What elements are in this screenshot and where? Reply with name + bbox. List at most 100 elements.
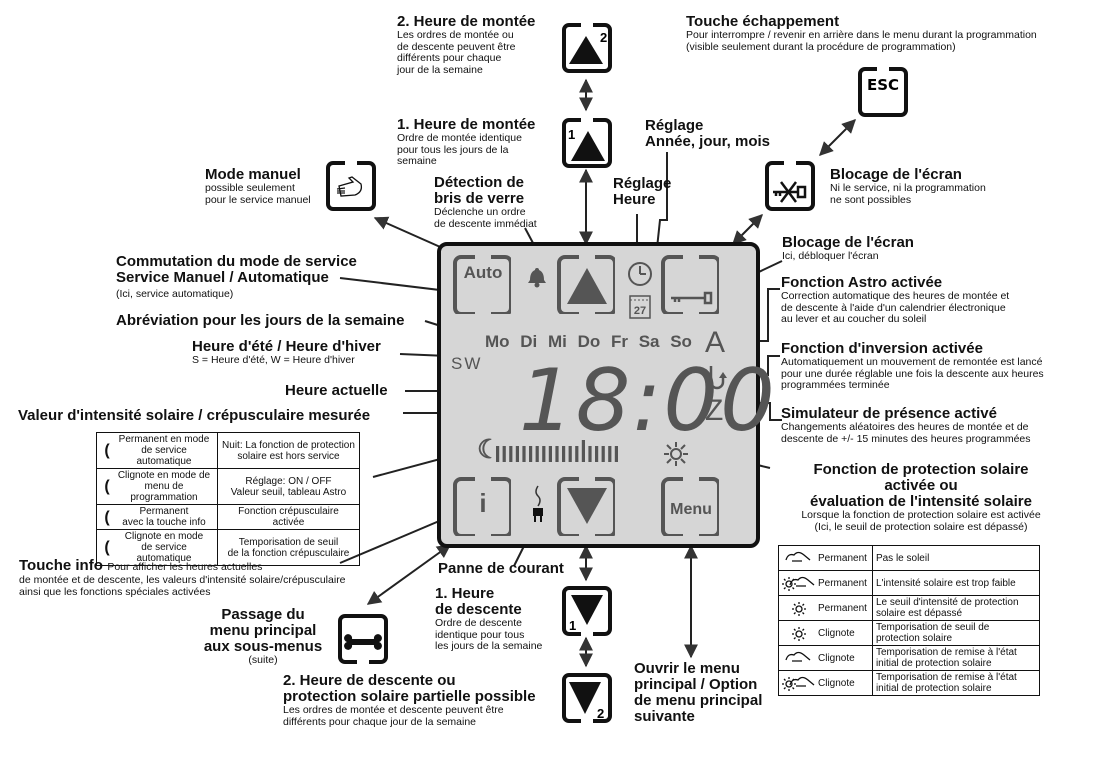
annotation-fonction-astro: Fonction Astro activée Correction automa… bbox=[781, 274, 1010, 325]
sun-state-cell: Permanent bbox=[778, 595, 873, 621]
sun-cloud-icon bbox=[782, 576, 815, 591]
info-button[interactable]: i bbox=[451, 476, 511, 536]
sun-state-cell: Clignote bbox=[778, 620, 873, 646]
bell-icon bbox=[528, 268, 546, 288]
intensity-tick bbox=[496, 446, 500, 462]
svg-text:Auto: Auto bbox=[464, 263, 503, 282]
intensity-bar bbox=[496, 440, 618, 462]
moon-icon: ( bbox=[104, 478, 110, 495]
clock-icon bbox=[628, 262, 652, 286]
sun-state-cell: Clignote bbox=[778, 645, 873, 671]
intensity-tick bbox=[575, 446, 579, 462]
moon-icon: ( bbox=[104, 442, 110, 459]
arrow-lock-lcd bbox=[732, 214, 763, 245]
arrow-manual-lcd bbox=[373, 216, 448, 251]
inversion-icon bbox=[709, 366, 727, 390]
annotation-touche-info: Touche info Pour afficher les heures act… bbox=[19, 557, 346, 598]
intensity-tick bbox=[555, 446, 559, 462]
current-time: 18:00 bbox=[519, 351, 777, 451]
annotation-fonction-inversion: Fonction d'inversion activée Automatique… bbox=[781, 340, 1044, 391]
intensity-tick bbox=[568, 446, 572, 462]
up-2-icon: 2 bbox=[562, 23, 612, 73]
line-astro bbox=[758, 288, 780, 342]
intensity-tick bbox=[588, 446, 592, 462]
annotation-commutation: Commutation du mode de service Service M… bbox=[116, 253, 357, 300]
weekday-abbreviations: Mo Di Mi Do Fr Sa So bbox=[485, 332, 692, 351]
hand-icon bbox=[338, 176, 363, 197]
svg-text:2: 2 bbox=[600, 30, 607, 45]
intensity-tick bbox=[515, 446, 519, 462]
annotation-heure-descente-2: 2. Heure de descente ou protection solai… bbox=[283, 672, 536, 728]
annotation-protection-solaire: Fonction de protection solaire activée o… bbox=[801, 461, 1041, 533]
power-plug-icon bbox=[533, 485, 543, 522]
sun-icon bbox=[792, 602, 806, 616]
annotation-simulateur-presence: Simulateur de présence activé Changement… bbox=[781, 405, 1031, 445]
down-1-icon: 1 bbox=[562, 586, 612, 636]
presence-indicator: Z bbox=[705, 394, 724, 427]
intensity-tick bbox=[548, 446, 552, 462]
svg-text:27: 27 bbox=[634, 305, 646, 317]
screen-lock-icon bbox=[765, 161, 815, 211]
svg-text:1: 1 bbox=[569, 618, 576, 633]
intensity-tick bbox=[522, 446, 526, 462]
intensity-tick bbox=[614, 446, 618, 462]
svg-text:ESC: ESC bbox=[867, 76, 899, 94]
calendar-icon: 27 bbox=[629, 295, 651, 319]
auto-button[interactable]: Auto bbox=[451, 254, 511, 314]
annotation-heure-ete-hiver: Heure d'été / Heure d'hiver S = Heure d'… bbox=[192, 338, 381, 366]
svg-text:1: 1 bbox=[568, 127, 575, 142]
annotation-ouvrir-menu: Ouvrir le menu principal / Option de men… bbox=[634, 660, 763, 725]
sun-state-cell: Permanent bbox=[778, 570, 873, 596]
up-1-icon: 1 bbox=[562, 118, 612, 168]
intensity-tick bbox=[608, 446, 612, 462]
svg-text:Menu: Menu bbox=[670, 501, 712, 518]
intensity-tick bbox=[542, 446, 546, 462]
down-2-icon: 2 bbox=[562, 673, 612, 723]
annotation-touche-echappement: Touche échappement Pour interrompre / re… bbox=[686, 13, 1037, 53]
sun-icon bbox=[664, 442, 688, 466]
intensity-tick bbox=[535, 446, 539, 462]
wrench-icon bbox=[338, 614, 388, 664]
summer-winter-indicator: SW bbox=[451, 354, 483, 373]
sun-state-cell: Clignote bbox=[778, 670, 873, 696]
line-bris-bell bbox=[524, 227, 534, 244]
intensity-tick bbox=[595, 446, 599, 462]
annotation-panne-courant: Panne de courant bbox=[438, 560, 564, 577]
annotation-passage-menu: Passage du menu principal aux sous-menus… bbox=[203, 606, 323, 666]
annotation-abreviation-jours: Abréviation pour les jours de la semaine bbox=[116, 312, 405, 329]
key-icon bbox=[671, 291, 713, 305]
menu-button[interactable]: Menu bbox=[659, 476, 719, 536]
annotation-heure-montee-2: 2. Heure de montée Les ordres de montée … bbox=[397, 13, 536, 76]
down-button[interactable] bbox=[555, 476, 615, 536]
moon-icon: ( bbox=[104, 539, 110, 556]
annotation-heure-actuelle: Heure actuelle bbox=[285, 382, 388, 399]
lock-button[interactable] bbox=[659, 254, 719, 314]
up-button[interactable] bbox=[555, 254, 615, 314]
intensity-tick bbox=[509, 446, 513, 462]
annotation-mode-manuel: Mode manuel possible seulement pour le s… bbox=[205, 166, 311, 206]
intensity-tick bbox=[502, 446, 506, 462]
intensity-tick bbox=[581, 440, 585, 462]
lcd-display: Auto 27 Mo Di Mi Do Fr Sa So SW 18:00 A … bbox=[437, 242, 775, 548]
manual-mode-icon bbox=[326, 161, 376, 211]
svg-text:i: i bbox=[479, 488, 486, 518]
arrow-esc-lock bbox=[819, 119, 856, 156]
sun-state-cell: Permanent bbox=[778, 545, 873, 571]
